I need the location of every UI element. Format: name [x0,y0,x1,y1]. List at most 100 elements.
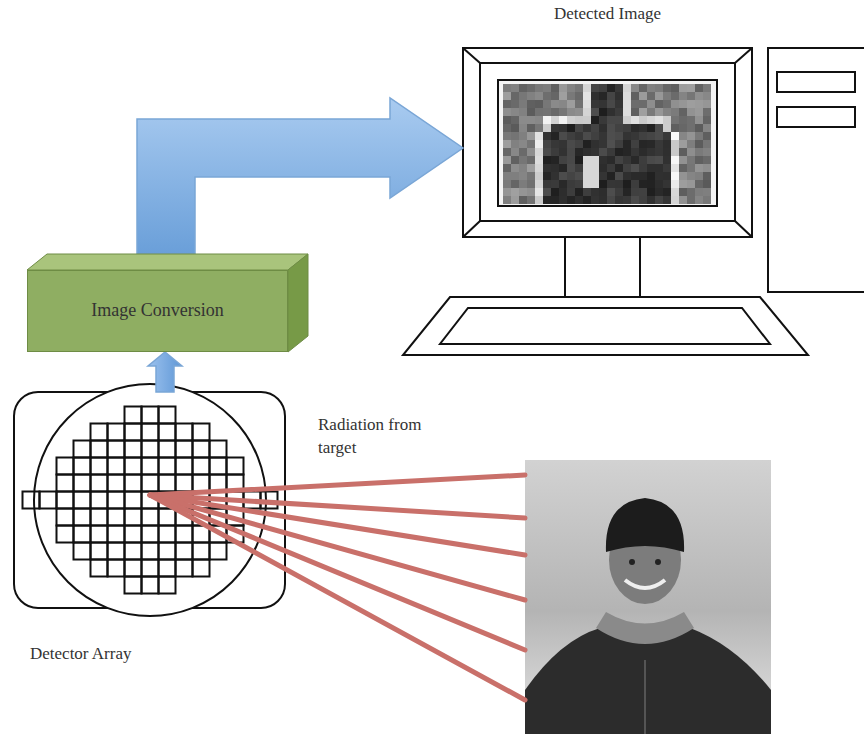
image-pixel [567,132,575,140]
image-pixel [559,164,567,172]
image-pixel [671,116,679,124]
image-pixel [671,188,679,196]
image-pixel [535,132,543,140]
image-pixel [559,140,567,148]
image-pixel [615,132,623,140]
image-pixel [607,84,615,92]
image-pixel [535,140,543,148]
image-pixel [631,116,639,124]
image-pixel [551,164,559,172]
image-pixel [503,140,511,148]
image-pixel [703,164,711,172]
image-pixel [631,132,639,140]
image-pixel [511,116,519,124]
image-pixel [503,116,511,124]
image-pixel [583,156,591,164]
image-pixel [591,132,599,140]
image-pixel [703,148,711,156]
image-pixel [567,92,575,100]
image-pixel [679,124,687,132]
image-pixel [519,116,527,124]
image-pixel [559,116,567,124]
image-pixel [535,116,543,124]
detector-cell [91,492,108,509]
image-pixel [631,140,639,148]
image-pixel [663,108,671,116]
image-pixel [527,84,535,92]
target-photo [525,460,771,734]
detector-cell [91,458,108,475]
image-pixel [663,156,671,164]
image-pixel [575,180,583,188]
image-pixel [575,84,583,92]
detector-cell [74,458,91,475]
image-pixel [519,92,527,100]
image-pixel [663,188,671,196]
detector-cell [193,441,210,458]
image-pixel [631,108,639,116]
image-pixel [647,84,655,92]
image-pixel [631,84,639,92]
image-pixel [503,188,511,196]
image-pixel [591,148,599,156]
detector-cell [125,560,142,577]
image-pixel [575,188,583,196]
image-pixel [631,164,639,172]
image-pixel [583,84,591,92]
detector-cell [91,526,108,543]
image-pixel [663,116,671,124]
image-pixel [527,172,535,180]
image-pixel [655,188,663,196]
image-pixel [631,180,639,188]
image-pixel [687,156,695,164]
image-pixel [695,132,703,140]
image-pixel [623,124,631,132]
image-pixel [503,92,511,100]
image-pixel [671,156,679,164]
image-pixel [671,132,679,140]
image-pixel [639,92,647,100]
detector-cell [108,458,125,475]
image-pixel [503,180,511,188]
detector-cell [176,543,193,560]
detector-cell [142,441,159,458]
image-pixel [647,196,655,204]
image-pixel [615,164,623,172]
image-pixel [671,196,679,204]
thermal-image [503,84,711,204]
image-pixel [703,196,711,204]
image-pixel [639,148,647,156]
image-pixel [591,116,599,124]
image-pixel [639,188,647,196]
computer-display: Detected Image [463,4,752,237]
image-pixel [599,124,607,132]
image-pixel [687,132,695,140]
image-pixel [583,188,591,196]
image-pixel [679,116,687,124]
image-pixel [559,188,567,196]
image-pixel [535,180,543,188]
detector-cell [74,509,91,526]
image-pixel [511,156,519,164]
image-pixel [503,156,511,164]
image-pixel [551,180,559,188]
image-pixel [615,92,623,100]
image-pixel [615,196,623,204]
image-pixel [591,100,599,108]
image-pixel [639,100,647,108]
image-pixel [671,172,679,180]
image-pixel [695,140,703,148]
image-pixel [543,140,551,148]
image-pixel [527,108,535,116]
detector-cell [193,560,210,577]
image-pixel [695,164,703,172]
image-pixel [511,180,519,188]
image-pixel [703,84,711,92]
image-pixel [559,132,567,140]
image-pixel [639,196,647,204]
image-pixel [631,100,639,108]
image-pixel [655,124,663,132]
image-pixel [687,172,695,180]
image-pixel [655,148,663,156]
